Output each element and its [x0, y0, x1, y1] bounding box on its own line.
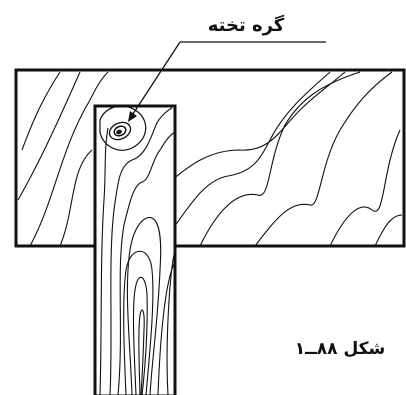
vertical-plank [95, 106, 175, 395]
figure-caption: شکل ۸۸ــ۱ [295, 339, 385, 359]
knot-label: گره تخته [208, 14, 285, 36]
